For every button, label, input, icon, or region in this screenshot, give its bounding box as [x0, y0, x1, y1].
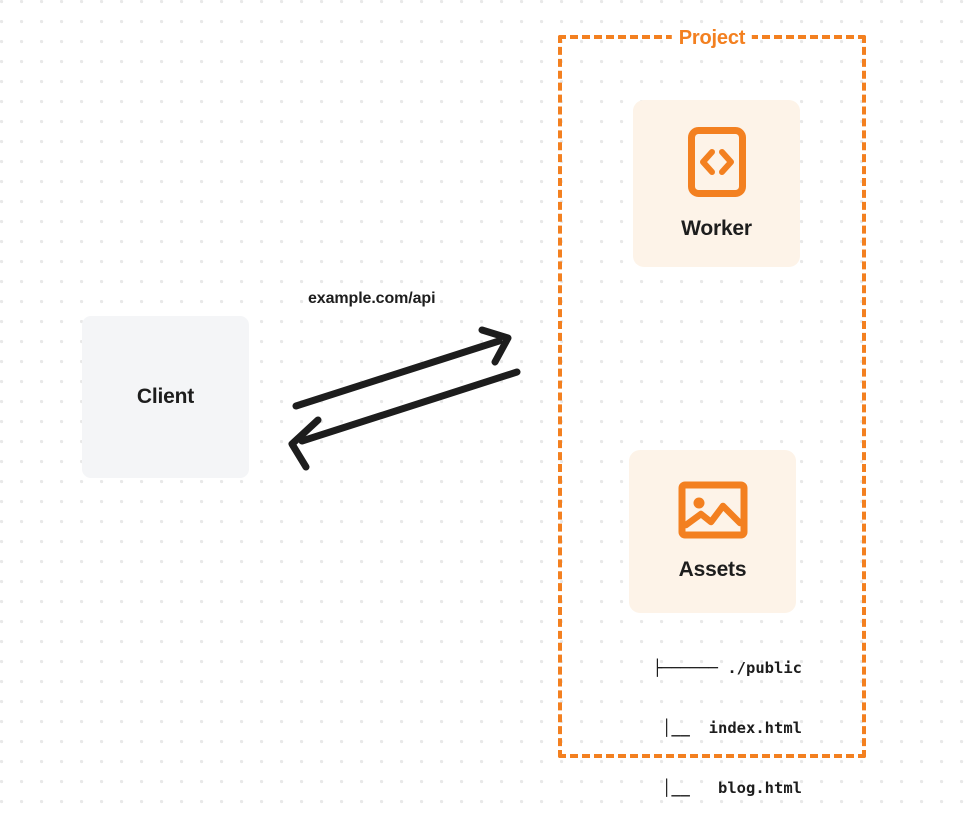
- assets-card[interactable]: Assets: [629, 450, 796, 613]
- project-group-boundary: Project: [558, 27, 866, 758]
- project-group-label: Project: [671, 27, 753, 51]
- file-tree-row: ├────── ./public: [652, 659, 802, 677]
- client-node[interactable]: Client: [82, 316, 249, 478]
- request-arrow: [292, 326, 512, 410]
- assets-file-tree: ├────── ./public │__ index.html │__ blog…: [600, 618, 802, 818]
- image-picture-icon: [678, 481, 748, 544]
- response-arrow: [288, 368, 521, 471]
- connection-label: example.com/api: [308, 290, 436, 307]
- code-brackets-icon: [687, 126, 747, 203]
- file-tree-row: │__ index.html: [606, 719, 802, 737]
- file-tree-row: │__ blog.html: [606, 779, 802, 797]
- assets-label: Assets: [678, 558, 747, 581]
- worker-label: Worker: [681, 217, 752, 240]
- worker-card[interactable]: Worker: [633, 100, 800, 267]
- client-label: Client: [136, 385, 195, 408]
